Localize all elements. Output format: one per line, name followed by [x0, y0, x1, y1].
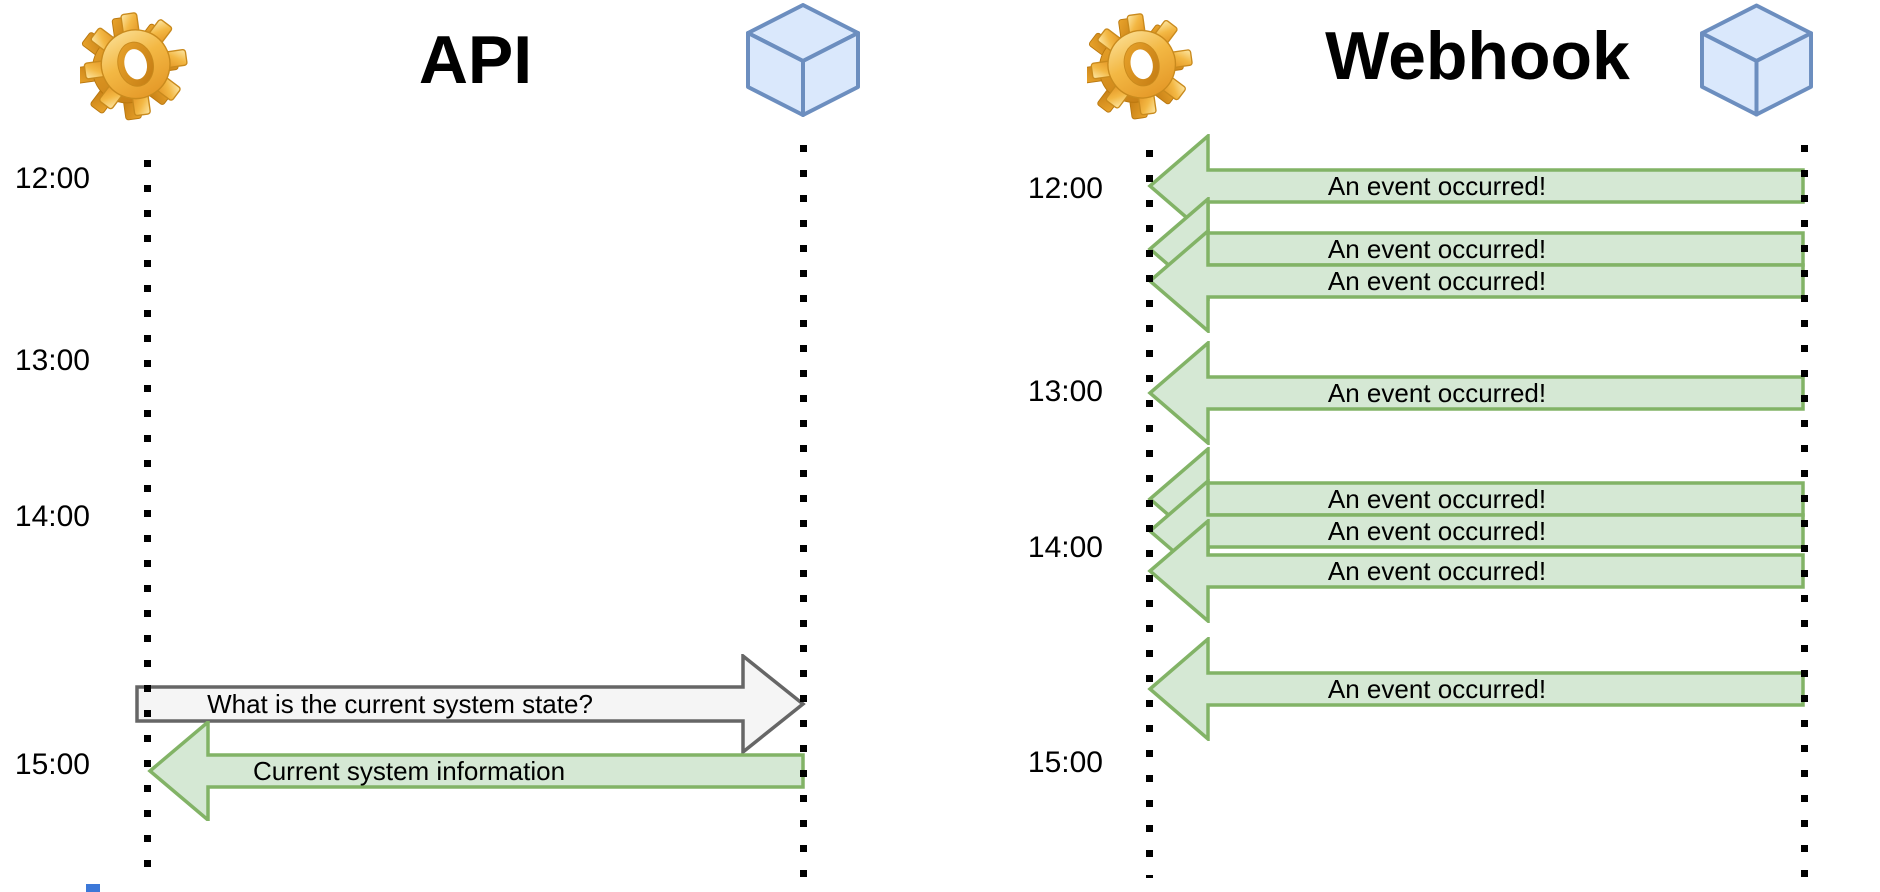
response-message-label: Current system information: [252, 756, 566, 786]
time-label: 15:00: [1027, 746, 1103, 779]
event-message-label: An event occurred!: [1327, 266, 1547, 296]
event-message-label: An event occurred!: [1327, 234, 1547, 264]
cube-icon: [1700, 3, 1813, 117]
api-server-lifeline: [800, 145, 807, 880]
time-label: 12:00: [14, 162, 90, 195]
gear-icon: [1087, 12, 1194, 120]
blue-artifact: [86, 884, 100, 892]
api-client-lifeline: [144, 160, 151, 880]
time-label: 13:00: [1027, 375, 1103, 408]
webhook-client-lifeline: [1146, 150, 1153, 878]
event-message-label: An event occurred!: [1327, 674, 1547, 704]
event-message-label: An event occurred!: [1327, 516, 1547, 546]
event-message-label: An event occurred!: [1327, 484, 1547, 514]
gear-icon: [80, 11, 188, 121]
request-message-label: What is the current system state?: [207, 689, 593, 719]
time-label: 13:00: [14, 344, 90, 377]
cube-icon: [746, 3, 860, 117]
request-arrow: [135, 654, 806, 754]
event-message-label: An event occurred!: [1327, 378, 1547, 408]
webhook-panel-title: Webhook: [1325, 18, 1630, 94]
event-message-label: An event occurred!: [1327, 171, 1547, 201]
event-message-label: An event occurred!: [1327, 556, 1547, 586]
time-label: 12:00: [1027, 172, 1103, 205]
api-panel-title: API: [418, 22, 533, 98]
time-label: 14:00: [14, 500, 90, 533]
webhook-server-lifeline: [1801, 145, 1808, 878]
time-label: 15:00: [14, 748, 90, 781]
time-label: 14:00: [1027, 531, 1103, 564]
